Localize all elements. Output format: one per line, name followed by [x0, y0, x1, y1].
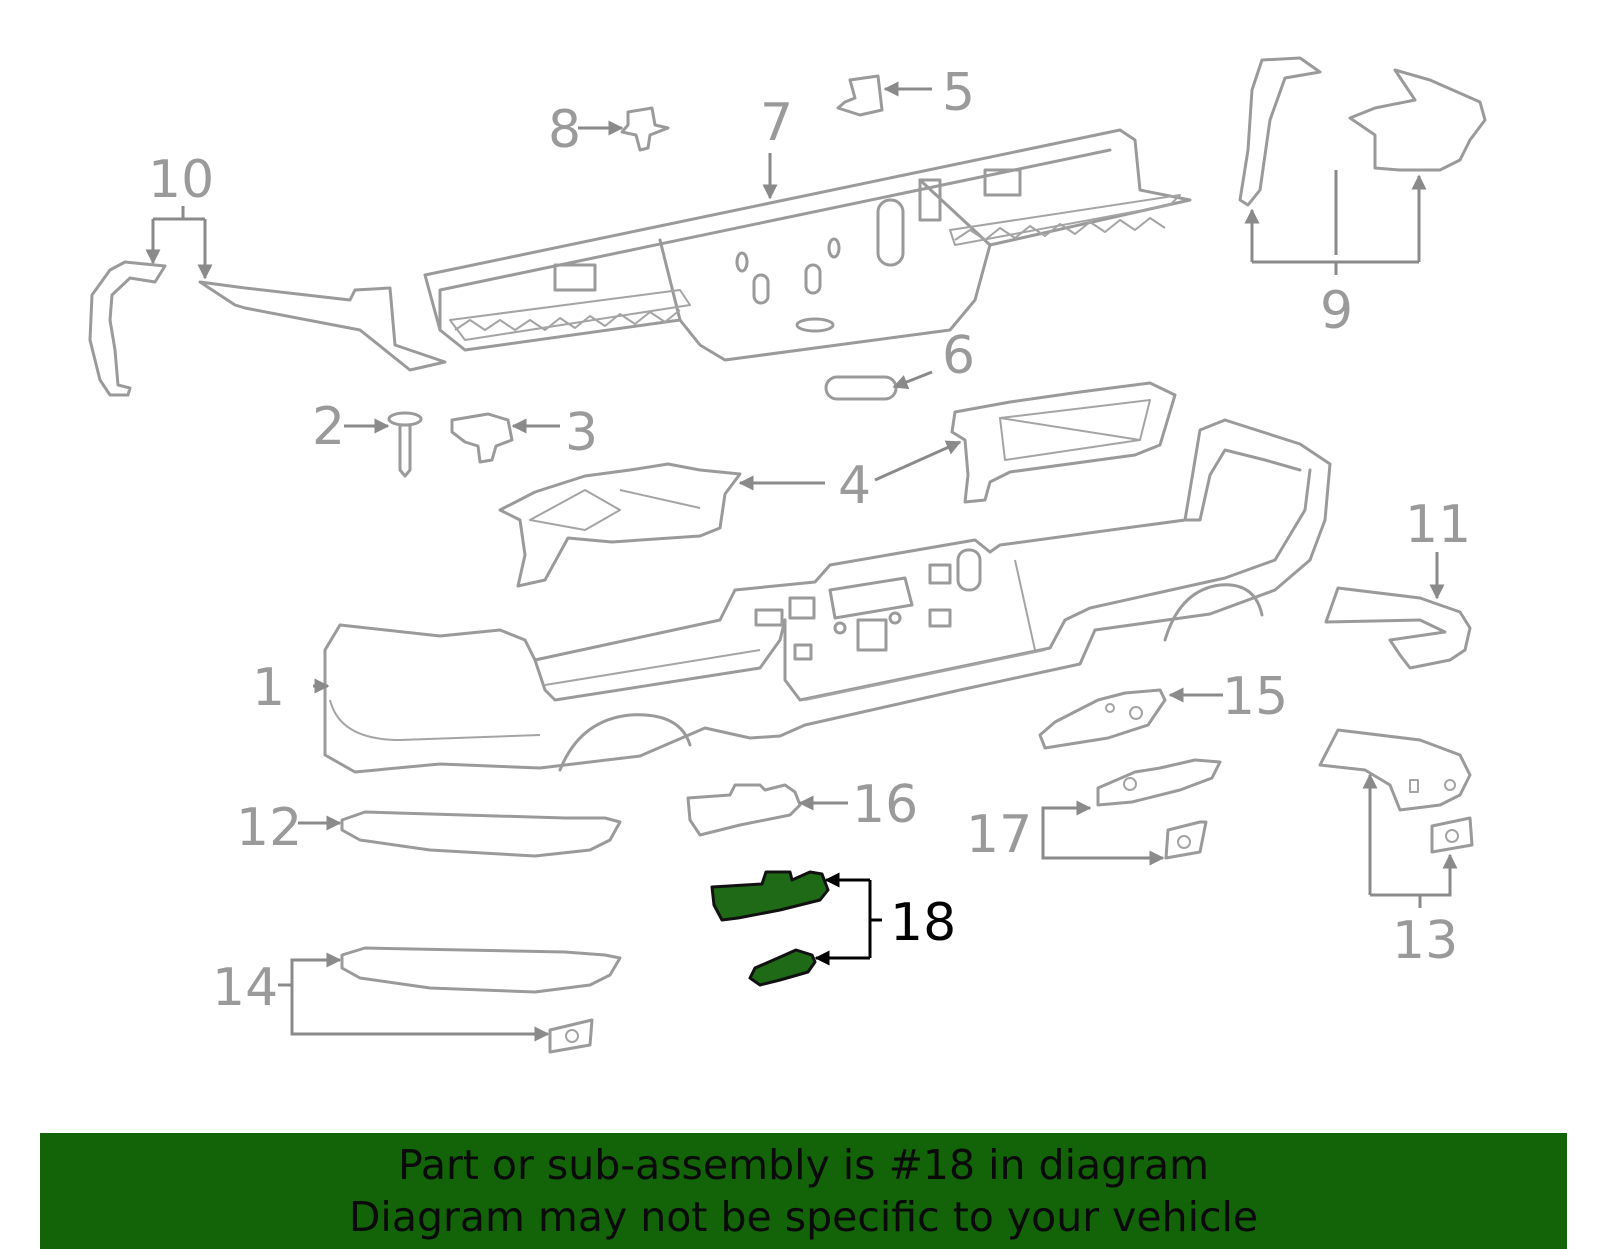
bracket-part-5[interactable]: [836, 74, 884, 117]
bracket-part-16[interactable]: [686, 783, 802, 837]
callout-4: 4: [838, 456, 871, 516]
callout-13: 13: [1392, 911, 1458, 971]
callout-2: 2: [312, 397, 345, 457]
clip-part-8[interactable]: [620, 106, 670, 152]
bracket-part-3[interactable]: [450, 412, 514, 464]
leader-lines: [145, 81, 1458, 1042]
callout-1: 1: [252, 658, 285, 718]
bracket-part-15[interactable]: [1038, 688, 1167, 750]
callout-16: 16: [852, 775, 918, 835]
trim-part-12[interactable]: [340, 810, 622, 858]
info-banner: Part or sub-assembly is #18 in diagram D…: [40, 1133, 1567, 1249]
cap-part-6[interactable]: [824, 375, 898, 401]
bracket-part-4[interactable]: [498, 381, 1177, 588]
bumper-assembly-part-1[interactable]: [323, 418, 1332, 774]
callout-18: 18: [890, 893, 956, 953]
bracket-part-17[interactable]: [1096, 758, 1222, 860]
step-bumper-part[interactable]: [423, 128, 1192, 362]
trim-part-14[interactable]: [340, 946, 622, 1054]
bracket-part-13[interactable]: [1318, 728, 1474, 854]
bracket-part-10[interactable]: [88, 260, 447, 397]
callout-6: 6: [942, 326, 975, 386]
callout-12: 12: [236, 798, 302, 858]
callout-17: 17: [966, 805, 1032, 865]
bracket-part-18-highlighted[interactable]: [710, 870, 830, 987]
callout-15: 15: [1222, 667, 1288, 727]
callout-9: 9: [1320, 281, 1353, 341]
bracket-part-9[interactable]: [1238, 56, 1487, 207]
bracket-part-11[interactable]: [1324, 586, 1472, 670]
callout-5: 5: [942, 63, 975, 123]
callout-14: 14: [212, 958, 278, 1018]
callout-8: 8: [548, 100, 581, 160]
callout-11: 11: [1405, 495, 1471, 555]
callout-numbers: 1 2 3 4 5 6 7 8 9 10 11 12 13 14 15 16 1…: [148, 63, 1471, 1018]
banner-line-2: Diagram may not be specific to your vehi…: [348, 1193, 1259, 1241]
callout-3: 3: [565, 403, 598, 463]
callout-10: 10: [148, 150, 214, 210]
bolt-part-2[interactable]: [387, 411, 423, 478]
callout-7: 7: [760, 93, 793, 153]
banner-line-1: Part or sub-assembly is #18 in diagram: [397, 1141, 1210, 1189]
